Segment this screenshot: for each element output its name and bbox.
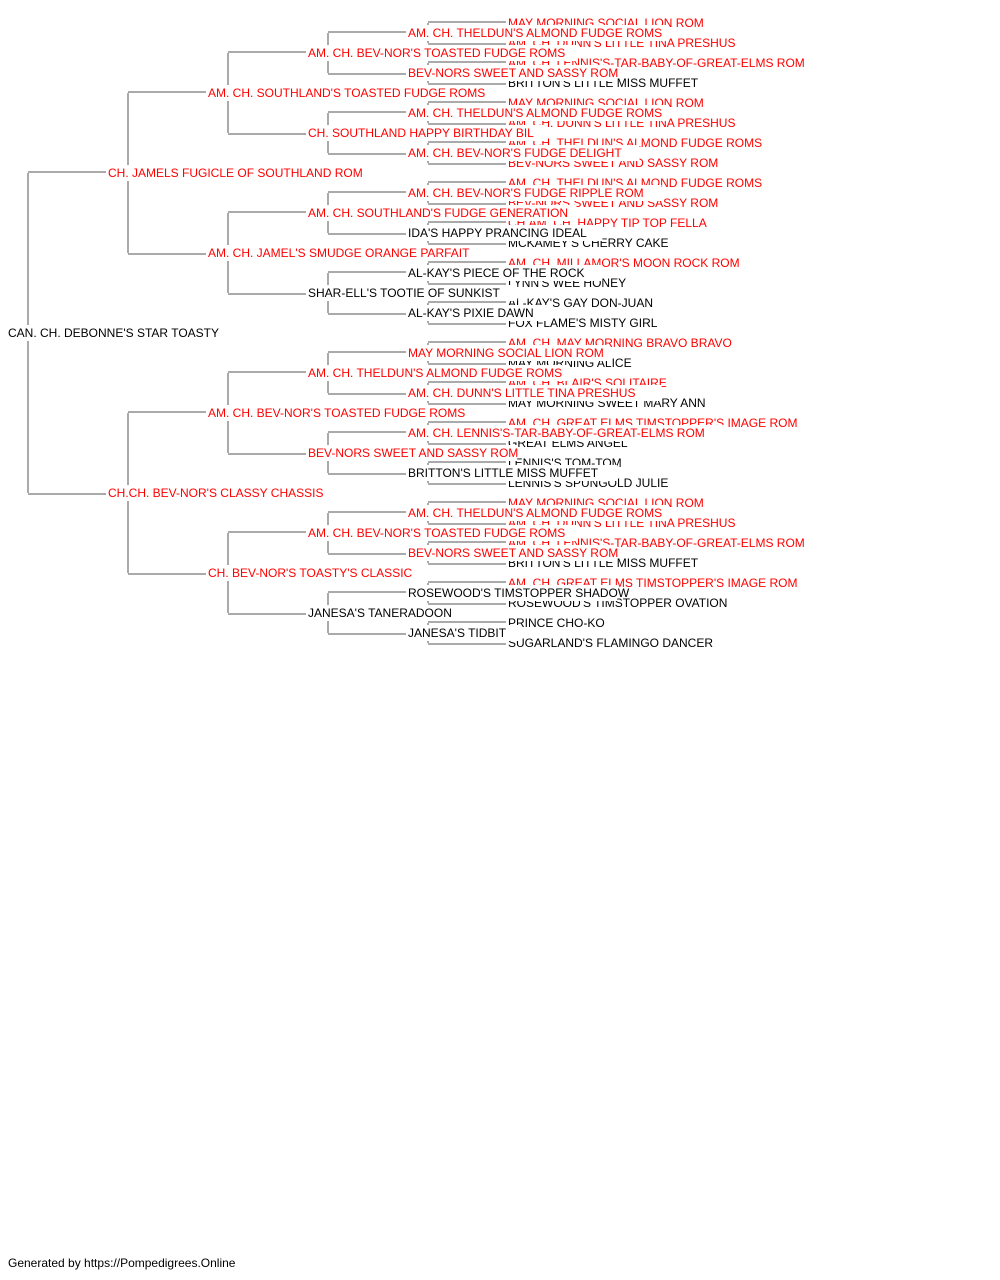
- label-background: [406, 505, 669, 521]
- ancestor-name: AM. CH. BEV-NOR'S FUDGE DELIGHT: [408, 146, 622, 160]
- ancestor-name: AM. CH. THELDUN'S ALMOND FUDGE ROMS: [408, 506, 662, 520]
- label-background: [406, 145, 640, 161]
- ancestor-name: AM. CH. THELDUN'S ALMOND FUDGE ROMS: [408, 106, 662, 120]
- label-background: [406, 105, 669, 121]
- label-background: [6, 325, 232, 341]
- label-background: [406, 265, 603, 281]
- label-background: [406, 385, 662, 401]
- label-background: [506, 615, 607, 631]
- label-background: [406, 65, 618, 81]
- label-background: [306, 205, 577, 221]
- label-background: [406, 345, 610, 361]
- ancestor-name: AM. CH. BEV-NOR'S TOASTED FUDGE ROMS: [308, 46, 565, 60]
- label-background: [206, 565, 432, 581]
- ancestor-name: ROSEWOOD'S TIMSTOPPER SHADOW: [408, 586, 630, 600]
- ancestor-name: AM. CH. BEV-NOR'S TOASTED FUDGE ROMS: [308, 526, 565, 540]
- label-background: [406, 305, 551, 321]
- ancestor-name: AL-KAY'S PIXIE DAWN: [408, 306, 534, 320]
- ancestor-name: SUGARLAND'S FLAMINGO DANCER: [508, 636, 713, 650]
- ancestor-name: BEV-NORS SWEET AND SASSY ROM: [408, 546, 618, 560]
- label-background: [306, 125, 547, 141]
- ancestor-name: CH. SOUTHLAND HAPPY BIRTHDAY BIL: [308, 126, 534, 140]
- label-background: [406, 545, 618, 561]
- ancestor-name: JANESA'S TANERADOON: [308, 606, 452, 620]
- ancestor-name: CH.CH. BEV-NOR'S CLASSY CHASSIS: [108, 486, 323, 500]
- label-background: [306, 525, 577, 541]
- label-background: [406, 225, 603, 241]
- label-background: [306, 365, 569, 381]
- ancestor-name: AL-KAY'S PIECE OF THE ROCK: [408, 266, 585, 280]
- ancestor-name: AM. CH. DUNN'S LITTLE TINA PRESHUS: [408, 386, 635, 400]
- label-background: [306, 445, 518, 461]
- label-background: [306, 45, 577, 61]
- ancestor-name: AM. CH. LENNIS'S-TAR-BABY-OF-GREAT-ELMS …: [408, 426, 705, 440]
- ancestor-name: BEV-NORS SWEET AND SASSY ROM: [308, 446, 518, 460]
- label-background: [406, 625, 521, 641]
- ancestor-name: IDA'S HAPPY PRANCING IDEAL: [408, 226, 587, 240]
- label-background: [206, 405, 477, 421]
- ancestor-name: AM. CH. THELDUN'S ALMOND FUDGE ROMS: [308, 366, 562, 380]
- label-background: [406, 585, 618, 601]
- label-background: [106, 165, 369, 181]
- label-background: [406, 425, 729, 441]
- ancestor-name: SHAR-ELL'S TOOTIE OF SUNKIST: [308, 286, 501, 300]
- ancestor-name: CH. JAMELS FUGICLE OF SOUTHLAND ROM: [108, 166, 363, 180]
- ancestor-name: AM. CH. SOUTHLAND'S TOASTED FUDGE ROMS: [208, 86, 485, 100]
- ancestor-name: AM. CH. BEV-NOR'S FUDGE RIPPLE ROM: [408, 186, 644, 200]
- ancestor-name: BRITTON'S LITTLE MISS MUFFET: [408, 466, 599, 480]
- ancestor-name: AM. CH. BEV-NOR'S TOASTED FUDGE ROMS: [208, 406, 465, 420]
- ancestor-name: AM. CH. THELDUN'S ALMOND FUDGE ROMS: [408, 26, 662, 40]
- ancestor-name: AM. CH. SOUTHLAND'S FUDGE GENERATION: [308, 206, 568, 220]
- label-background: [306, 605, 451, 621]
- footer-credit: Generated by https://Pompedigrees.Online: [8, 1256, 236, 1270]
- subject-name: CAN. CH. DEBONNE'S STAR TOASTY: [8, 326, 219, 340]
- label-background: [406, 185, 662, 201]
- ancestor-name: AM. CH. JAMEL'S SMUDGE ORANGE PARFAIT: [208, 246, 470, 260]
- label-background: [406, 25, 669, 41]
- ancestor-name: PRINCE CHO-KO: [508, 616, 605, 630]
- label-background: [206, 85, 492, 101]
- ancestor-name: MAY MORNING SOCIAL LION ROM: [408, 346, 604, 360]
- label-background: [306, 285, 518, 301]
- label-background: [106, 485, 340, 501]
- label-background: [406, 465, 618, 481]
- ancestor-name: BEV-NORS SWEET AND SASSY ROM: [408, 66, 618, 80]
- label-background: [206, 245, 484, 261]
- ancestor-name: JANESA'S TIDBIT: [408, 626, 507, 640]
- ancestor-name: CH. BEV-NOR'S TOASTY'S CLASSIC: [208, 566, 413, 580]
- label-background: [506, 635, 710, 651]
